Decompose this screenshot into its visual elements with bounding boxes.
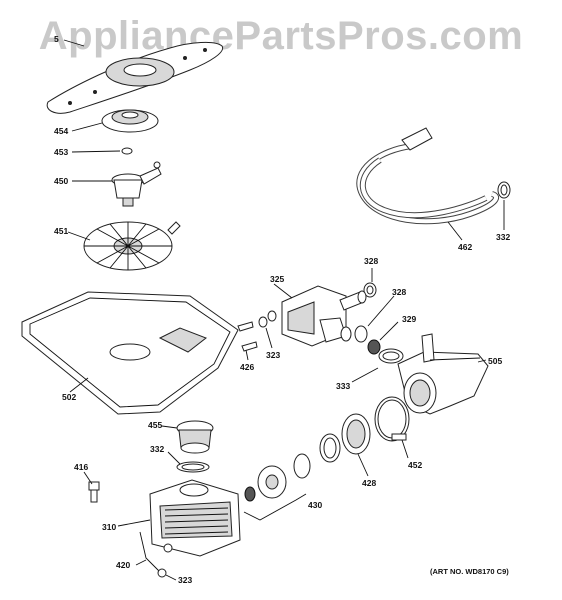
part-spray-arm[interactable] bbox=[46, 41, 224, 114]
part-323-upper[interactable] bbox=[258, 310, 277, 328]
part-426[interactable] bbox=[237, 321, 258, 352]
part-332-lower[interactable] bbox=[176, 461, 210, 473]
callout-455: 455 bbox=[148, 420, 162, 430]
leader-lines bbox=[63, 39, 505, 581]
part-325[interactable] bbox=[281, 285, 367, 347]
callout-5: 5 bbox=[54, 34, 59, 44]
part-333[interactable] bbox=[378, 348, 404, 364]
callout-329: 329 bbox=[402, 314, 416, 324]
callout-454: 454 bbox=[54, 126, 68, 136]
part-451[interactable] bbox=[83, 221, 181, 271]
part-505[interactable] bbox=[397, 333, 489, 415]
part-455[interactable] bbox=[176, 420, 214, 454]
callout-325: 325 bbox=[270, 274, 284, 284]
callout-416: 416 bbox=[74, 462, 88, 472]
callout-502: 502 bbox=[62, 392, 76, 402]
callout-450: 450 bbox=[54, 176, 68, 186]
callout-332-lower: 332 bbox=[150, 444, 164, 454]
part-416[interactable] bbox=[88, 481, 100, 503]
callout-430: 430 bbox=[308, 500, 322, 510]
callout-505: 505 bbox=[488, 356, 502, 366]
part-462[interactable] bbox=[356, 127, 499, 225]
callout-333: 333 bbox=[336, 381, 350, 391]
callout-323-lower: 323 bbox=[178, 575, 192, 585]
part-332-upper[interactable] bbox=[497, 181, 511, 199]
callout-428: 428 bbox=[362, 478, 376, 488]
callout-420: 420 bbox=[116, 560, 130, 570]
callout-310: 310 bbox=[102, 522, 116, 532]
art-number: (ART NO. WD8170 C9) bbox=[430, 567, 509, 576]
part-310[interactable] bbox=[149, 479, 241, 557]
part-428[interactable] bbox=[341, 413, 371, 455]
callout-328-upper: 328 bbox=[364, 256, 378, 266]
callout-453: 453 bbox=[54, 147, 68, 157]
part-328-lower[interactable] bbox=[354, 325, 368, 343]
callout-452: 452 bbox=[408, 460, 422, 470]
callout-332-upper: 332 bbox=[496, 232, 510, 242]
part-454[interactable] bbox=[101, 109, 159, 133]
callout-451: 451 bbox=[54, 226, 68, 236]
callout-426: 426 bbox=[240, 362, 254, 372]
callout-462: 462 bbox=[458, 242, 472, 252]
part-452[interactable] bbox=[374, 396, 410, 442]
watermark: AppliancePartsPros.com bbox=[38, 14, 524, 58]
part-329[interactable] bbox=[367, 339, 381, 355]
part-328-upper[interactable] bbox=[363, 282, 377, 298]
callout-328-lower: 328 bbox=[392, 287, 406, 297]
part-323-lower[interactable] bbox=[157, 568, 167, 578]
part-450[interactable] bbox=[111, 161, 162, 207]
part-430[interactable] bbox=[244, 433, 341, 502]
callout-labels: 5 454 453 450 451 502 455 332 416 310 42… bbox=[54, 34, 510, 585]
part-502[interactable] bbox=[21, 291, 239, 415]
part-453[interactable] bbox=[121, 147, 133, 155]
part-420[interactable] bbox=[139, 531, 161, 573]
callout-323-upper: 323 bbox=[266, 350, 280, 360]
